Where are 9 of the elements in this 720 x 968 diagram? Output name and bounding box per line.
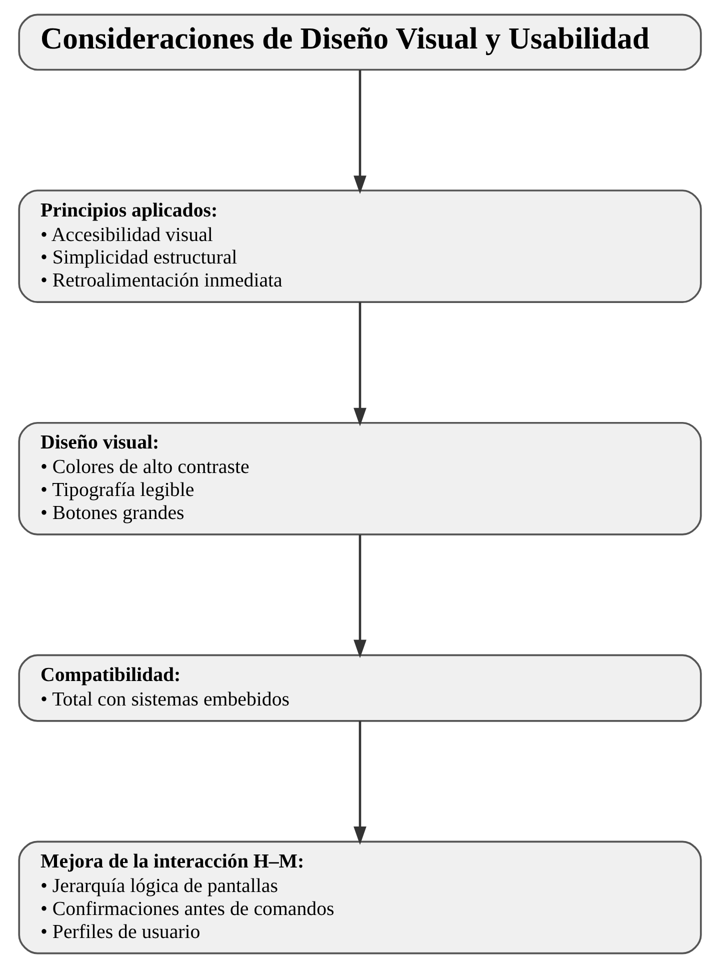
arrow	[354, 534, 366, 658]
node-box: Compatibilidad: • Total con sistemas embebidos	[18, 654, 702, 722]
arrow	[354, 720, 366, 845]
node-box: Principios aplicados: • Accesibilidad visual • Simplicidad estructural • Retroalimentación inmediata	[18, 190, 702, 304]
node-box: Consideraciones de Diseño Visual y Usabilidad	[18, 14, 702, 71]
node-box: Mejora de la interacción H–M: • Jerarquía lógica de pantallas • Confirmaciones antes de comandos • Perfiles de usuario	[18, 840, 702, 954]
node-box: Diseño visual: • Colores de alto contraste • Tipografía legible • Botones grandes	[18, 422, 702, 536]
arrow	[354, 70, 366, 194]
arrow	[354, 302, 366, 426]
